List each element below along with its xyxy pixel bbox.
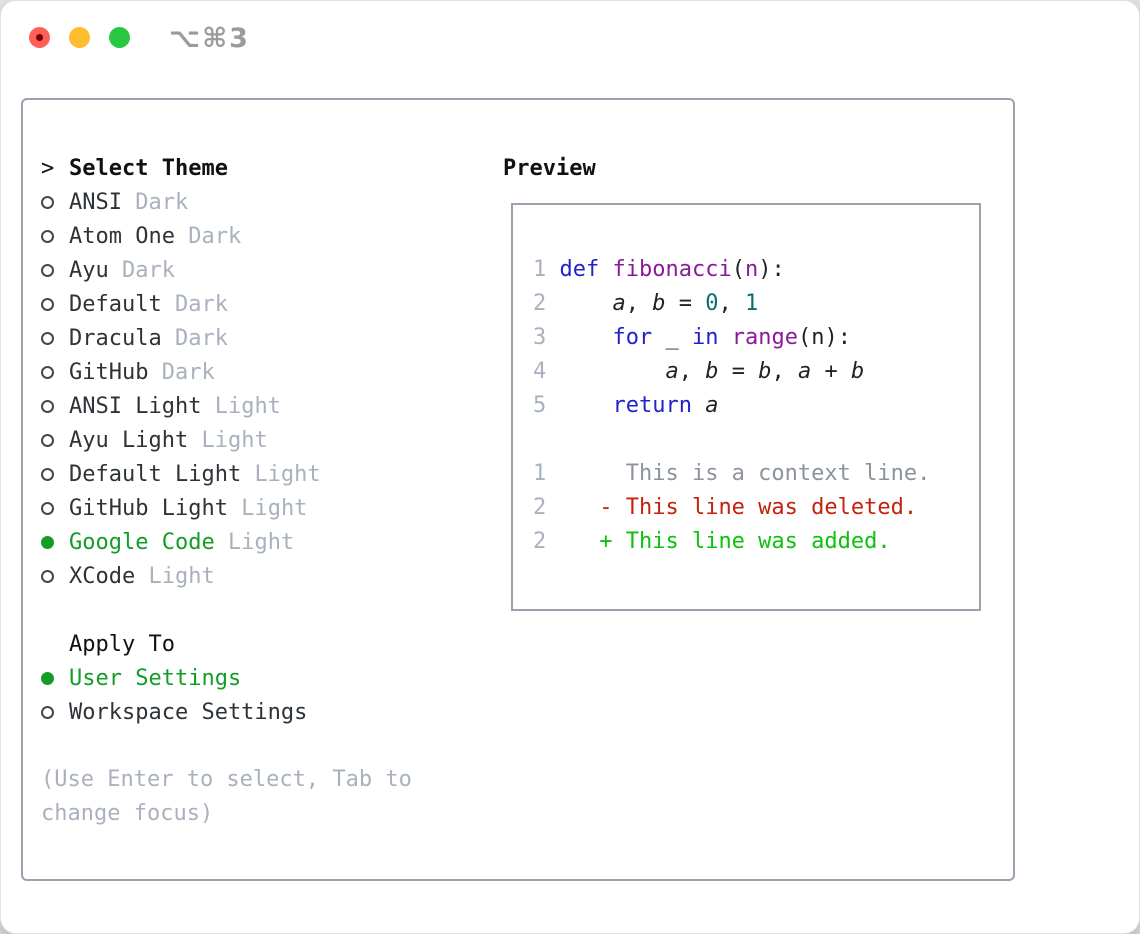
- apply-to-header: Apply To: [41, 627, 491, 661]
- theme-tag: Light: [214, 393, 281, 419]
- radio-icon: [41, 399, 54, 413]
- radio-icon: [41, 501, 54, 515]
- theme-option-github-light[interactable]: GitHub Light Light: [41, 491, 491, 525]
- apply-option-workspace-settings[interactable]: Workspace Settings: [41, 695, 491, 729]
- radio-icon: [41, 569, 54, 583]
- theme-tag: Dark: [135, 189, 189, 215]
- theme-tag: Light: [201, 427, 268, 453]
- radio-icon: [41, 263, 54, 277]
- theme-tag: Light: [254, 461, 321, 487]
- radio-icon: [41, 705, 54, 719]
- tui-panel: > Select Theme ANSI Dark Atom One Dark A…: [21, 98, 1015, 881]
- theme-option-default-dark[interactable]: Default Dark: [41, 287, 491, 321]
- radio-icon: [41, 229, 54, 243]
- theme-option-ayu-dark[interactable]: Ayu Dark: [41, 253, 491, 287]
- keyboard-hint: (Use Enter to select, Tab to change focu…: [41, 767, 412, 826]
- radio-selected-icon: [41, 535, 54, 549]
- theme-option-dracula-dark[interactable]: Dracula Dark: [41, 321, 491, 355]
- theme-name: GitHub: [69, 359, 149, 385]
- zoom-button[interactable]: [109, 27, 130, 48]
- radio-icon: [41, 195, 54, 209]
- select-theme-title: Select Theme: [69, 155, 228, 181]
- cursor-prompt-icon: >: [41, 155, 55, 181]
- theme-option-xcode[interactable]: XCode Light: [41, 559, 491, 593]
- theme-option-ayu-light[interactable]: Ayu Light Light: [41, 423, 491, 457]
- minimize-button[interactable]: [69, 27, 90, 48]
- apply-to-title: Apply To: [69, 631, 175, 657]
- apply-option-label: Workspace Settings: [69, 699, 308, 725]
- theme-tag: Dark: [188, 223, 242, 249]
- theme-name: Atom One: [69, 223, 175, 249]
- close-dot-icon: [36, 34, 43, 41]
- theme-name: ANSI: [69, 189, 122, 215]
- radio-icon: [41, 467, 54, 481]
- apply-option-user-settings[interactable]: User Settings: [41, 661, 491, 695]
- preview-title: Preview: [503, 155, 596, 181]
- radio-selected-icon: [41, 671, 54, 685]
- theme-tag: Dark: [161, 359, 215, 385]
- radio-icon: [41, 331, 54, 345]
- theme-tag: Light: [227, 529, 295, 555]
- radio-icon: [41, 365, 54, 379]
- theme-name: XCode: [69, 563, 136, 589]
- radio-icon: [41, 297, 54, 311]
- theme-option-atom-one-dark[interactable]: Atom One Dark: [41, 219, 491, 253]
- close-button[interactable]: [29, 27, 50, 48]
- theme-option-google-code[interactable]: Google Code Light: [41, 525, 491, 559]
- theme-name: Default Light: [69, 461, 242, 487]
- theme-name: Google Code: [69, 529, 215, 555]
- select-theme-header: > Select Theme: [41, 151, 491, 185]
- theme-name: Default: [69, 291, 162, 317]
- window-title: ⌥⌘3: [169, 23, 250, 54]
- theme-option-github-dark[interactable]: GitHub Dark: [41, 355, 491, 389]
- theme-tag: Dark: [174, 325, 228, 351]
- radio-icon: [41, 433, 54, 447]
- theme-tag: Dark: [174, 291, 228, 317]
- theme-tag: Dark: [122, 257, 175, 283]
- spacer: [41, 729, 491, 763]
- theme-name: Ayu: [69, 257, 109, 283]
- theme-list-column: > Select Theme ANSI Dark Atom One Dark A…: [41, 151, 491, 831]
- theme-name: Dracula: [69, 325, 162, 351]
- theme-tag: Light: [148, 563, 215, 589]
- apply-option-label: User Settings: [69, 665, 242, 691]
- theme-option-default-light[interactable]: Default Light Light: [41, 457, 491, 491]
- theme-option-ansi-light[interactable]: ANSI Light Light: [41, 389, 491, 423]
- spacer: [41, 593, 491, 627]
- theme-name: ANSI Light: [69, 393, 202, 419]
- title-bar: ⌥⌘3: [1, 1, 1139, 75]
- theme-option-ansi-dark[interactable]: ANSI Dark: [41, 185, 491, 219]
- theme-tag: Light: [241, 495, 308, 521]
- traffic-lights: [29, 27, 130, 48]
- theme-name: Ayu Light: [69, 427, 189, 453]
- theme-name: GitHub Light: [69, 495, 228, 521]
